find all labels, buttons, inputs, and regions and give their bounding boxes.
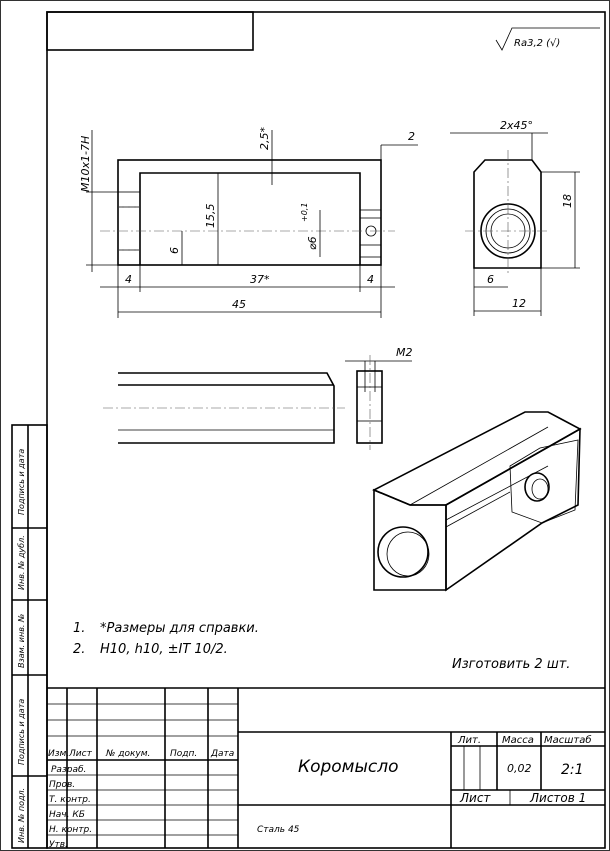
svg-text:Листов 1: Листов 1 xyxy=(529,791,586,805)
side-dimensions: 2x45° 18 6 12 xyxy=(450,119,580,316)
svg-text:6: 6 xyxy=(168,247,181,254)
svg-text:2x45°: 2x45° xyxy=(500,119,533,132)
svg-text:Нач. КБ: Нач. КБ xyxy=(49,810,85,820)
svg-text:4: 4 xyxy=(367,273,374,286)
svg-text:№ докум.: № докум. xyxy=(105,749,150,759)
svg-text:H10, h10, ±IT 10/2.: H10, h10, ±IT 10/2. xyxy=(100,642,228,657)
thread-section-top xyxy=(117,191,141,208)
svg-text:Взам. инв. №: Взам. инв. № xyxy=(17,614,26,668)
svg-text:Лит.: Лит. xyxy=(457,735,481,746)
front-view xyxy=(100,159,395,266)
section-view: M2 xyxy=(345,346,413,450)
svg-text:Изм.: Изм. xyxy=(48,749,69,759)
svg-text:Изготовить 2 шт.: Изготовить 2 шт. xyxy=(452,657,570,672)
svg-text:Подп.: Подп. xyxy=(170,749,197,759)
svg-text:15,5: 15,5 xyxy=(204,204,217,229)
svg-text:Масса: Масса xyxy=(502,735,534,746)
svg-text:Лист: Лист xyxy=(459,791,491,805)
svg-text:Разраб.: Разраб. xyxy=(51,765,86,775)
side-stamp-column: Подпись и дата Инв. № дубл. Взам. инв. №… xyxy=(11,424,48,849)
svg-text:M2: M2 xyxy=(396,346,413,359)
svg-text:+0,1: +0,1 xyxy=(300,203,309,222)
svg-text:Инв. № подл.: Инв. № подл. xyxy=(17,788,26,843)
svg-text:12: 12 xyxy=(512,297,526,310)
svg-text:Масштаб: Масштаб xyxy=(544,734,592,746)
svg-text:1.: 1. xyxy=(73,621,85,636)
svg-text:6: 6 xyxy=(487,273,494,286)
top-corner-box xyxy=(46,11,254,51)
svg-text:2:1: 2:1 xyxy=(561,762,584,778)
svg-text:⌀6: ⌀6 xyxy=(306,236,319,250)
svg-text:4: 4 xyxy=(125,273,132,286)
svg-text:*Размеры для справки.: *Размеры для справки. xyxy=(100,621,259,636)
svg-text:Подпись и дата: Подпись и дата xyxy=(17,449,26,515)
svg-text:Т. контр.: Т. контр. xyxy=(49,795,91,805)
svg-text:Инв. № дубл.: Инв. № дубл. xyxy=(17,535,26,590)
side-view xyxy=(465,150,550,275)
svg-text:Пров.: Пров. xyxy=(49,780,75,790)
svg-text:18: 18 xyxy=(561,194,574,208)
svg-text:2.: 2. xyxy=(73,642,85,657)
thread-section-bottom xyxy=(117,249,141,266)
roughness-sign: Ra3,2 (√) xyxy=(495,27,600,51)
svg-text:Ra3,2 (√): Ra3,2 (√) xyxy=(514,38,560,49)
svg-text:2,5*: 2,5* xyxy=(258,127,271,150)
svg-text:Коромысло: Коромысло xyxy=(298,757,399,777)
svg-text:Сталь 45: Сталь 45 xyxy=(257,825,300,835)
svg-text:0,02: 0,02 xyxy=(507,762,532,775)
isometric-view xyxy=(372,411,582,592)
hole-section-bottom xyxy=(359,244,382,258)
svg-text:Подпись и дата: Подпись и дата xyxy=(17,699,26,765)
title-block: Изм. Лист № докум. Подп. Дата Разраб. Пр… xyxy=(47,687,605,850)
svg-text:2: 2 xyxy=(408,130,415,143)
hole-section-top xyxy=(359,209,382,219)
svg-text:Н. контр.: Н. контр. xyxy=(49,825,92,835)
svg-text:Дата: Дата xyxy=(210,749,234,759)
svg-text:M10x1-7H: M10x1-7H xyxy=(79,136,92,192)
svg-text:45: 45 xyxy=(232,298,246,311)
svg-text:Лист: Лист xyxy=(68,749,93,759)
top-view xyxy=(103,372,345,444)
notes: 1. *Размеры для справки. 2. H10, h10, ±I… xyxy=(73,621,570,672)
front-dimensions: M10x1-7H 2,5* 2 15,5 6 ⌀6 +0,1 4 37* 4 4… xyxy=(79,127,418,318)
svg-text:Утв.: Утв. xyxy=(49,840,68,850)
svg-text:37*: 37* xyxy=(250,273,270,286)
